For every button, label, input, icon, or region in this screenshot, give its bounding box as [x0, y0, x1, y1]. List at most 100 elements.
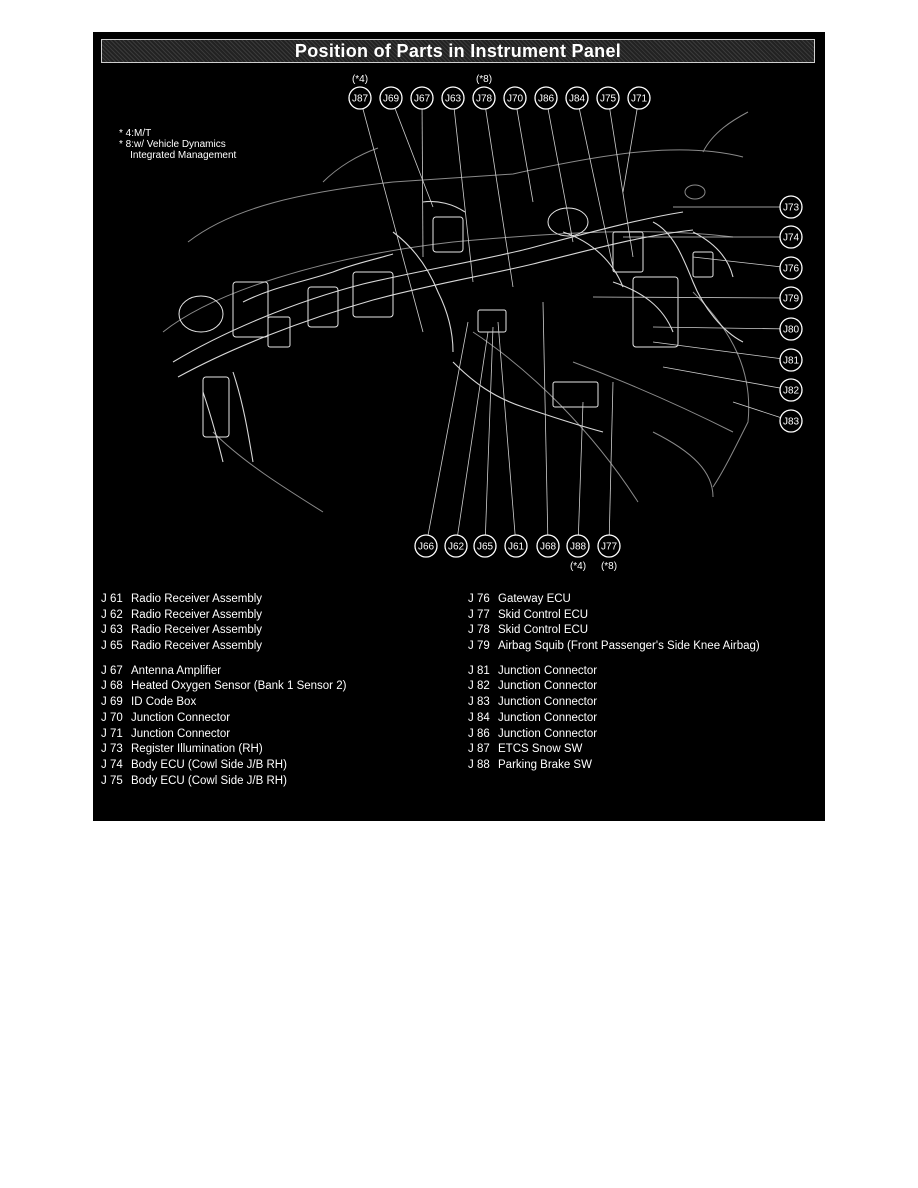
callout-label: J81	[783, 356, 800, 367]
callout-label: J63	[445, 94, 462, 105]
legend-name: Body ECU (Cowl Side J/B RH)	[131, 774, 287, 787]
callout-j61: J61	[504, 534, 528, 558]
callout-circle	[472, 86, 496, 110]
legend-name: Radio Receiver Assembly	[131, 608, 263, 621]
note-line: * 8:w/ Vehicle Dynamics	[119, 139, 226, 150]
leader-line	[577, 401, 584, 547]
callout-j73: J73	[779, 195, 803, 219]
callout-j80: J80	[779, 317, 803, 341]
leader-line	[652, 341, 792, 361]
legend-name: Junction Connector	[498, 727, 598, 740]
legend-name: Junction Connector	[498, 664, 598, 677]
leader-line	[608, 381, 614, 547]
callout-circle	[597, 534, 621, 558]
callout-j79: J79	[779, 286, 803, 310]
callout-j86: J86	[534, 86, 558, 110]
legend-name: Parking Brake SW	[498, 758, 592, 771]
callout-note: (*4)	[352, 74, 368, 85]
callout-circle	[441, 86, 465, 110]
legend-code: J 71	[101, 727, 123, 740]
legend-name: Antenna Amplifier	[131, 664, 222, 677]
callout-j81: J81	[779, 348, 803, 372]
callout-circle	[779, 348, 803, 372]
callout-circle	[627, 86, 651, 110]
note-line: * 4:M/T	[119, 128, 152, 139]
legend-name: Junction Connector	[131, 727, 231, 740]
callout-label: J61	[508, 542, 525, 553]
callout-note: (*4)	[570, 561, 586, 572]
legend-code: J 87	[468, 743, 490, 756]
legend-name: Register Illumination (RH)	[131, 743, 263, 756]
callout-circle	[565, 86, 589, 110]
legend-name: Radio Receiver Assembly	[131, 624, 263, 637]
callout-j83: J83	[779, 409, 803, 433]
callout-circle	[534, 86, 558, 110]
callout-label: J79	[783, 294, 800, 305]
legend-name: Radio Receiver Assembly	[131, 640, 263, 653]
leader-line	[514, 97, 534, 203]
callout-circle	[779, 225, 803, 249]
callout-circle	[348, 86, 372, 110]
legend-name: ID Code Box	[131, 696, 197, 709]
leader-line	[592, 296, 792, 299]
legend-code: J 86	[468, 727, 490, 740]
legend-code: J 78	[468, 624, 490, 637]
callout-circle	[503, 86, 527, 110]
callout-j65: J65	[473, 534, 497, 558]
legend-code: J 67	[101, 664, 123, 677]
diagram-notes: * 4:M/T * 8:w/ Vehicle Dynamics Integrat…	[119, 128, 236, 161]
callout-j87: J87	[348, 86, 372, 110]
callout-label: J68	[540, 542, 557, 553]
callout-label: J75	[600, 94, 617, 105]
callout-j78: J78	[472, 86, 496, 110]
callout-circle	[779, 409, 803, 433]
callout-circle	[779, 256, 803, 280]
callout-j76: J76	[779, 256, 803, 280]
callout-j70: J70	[503, 86, 527, 110]
legend-code: J 65	[101, 640, 123, 653]
legend-name: Junction Connector	[498, 711, 598, 724]
callout-j74: J74	[779, 225, 803, 249]
legend-name: Skid Control ECU	[498, 624, 589, 637]
legend-name: Radio Receiver Assembly	[131, 593, 263, 605]
leader-line	[542, 301, 549, 547]
callout-label: J78	[476, 94, 493, 105]
leader-line	[483, 97, 514, 288]
harness-components	[178, 207, 714, 438]
legend-code: J 81	[468, 664, 490, 677]
legend-code: J 61	[101, 593, 123, 605]
legend-code: J 79	[468, 640, 490, 653]
callout-note: (*8)	[476, 74, 492, 85]
leader-line	[662, 366, 792, 391]
callout-j71: J71	[627, 86, 651, 110]
callout-label: J76	[783, 264, 800, 275]
note-line: Integrated Management	[119, 150, 237, 161]
legend-code: J 70	[101, 711, 123, 724]
callout-circle	[596, 86, 620, 110]
leader-line	[455, 331, 489, 547]
callout-circle	[779, 378, 803, 402]
legend-code: J 74	[101, 758, 123, 771]
callout-label: J88	[570, 542, 587, 553]
legend-code: J 82	[468, 680, 490, 693]
legend-code: J 76	[468, 593, 490, 605]
legend-name: Junction Connector	[131, 711, 231, 724]
callout-label: J70	[507, 94, 524, 105]
callout-label: J84	[569, 94, 586, 105]
legend-name: Airbag Squib (Front Passenger's Side Kne…	[498, 640, 760, 653]
callout-label: J74	[783, 233, 800, 244]
callout-circle	[504, 534, 528, 558]
dashboard-outline	[162, 111, 750, 513]
leader-line	[497, 321, 517, 547]
legend-code: J 69	[101, 696, 123, 709]
callout-label: J69	[383, 94, 400, 105]
leader-line	[545, 97, 574, 243]
callout-j67: J67	[410, 86, 434, 110]
callout-circle	[444, 534, 468, 558]
callout-circle	[779, 195, 803, 219]
callout-circle	[779, 317, 803, 341]
legend-code: J 68	[101, 680, 123, 693]
leader-line	[425, 321, 469, 547]
